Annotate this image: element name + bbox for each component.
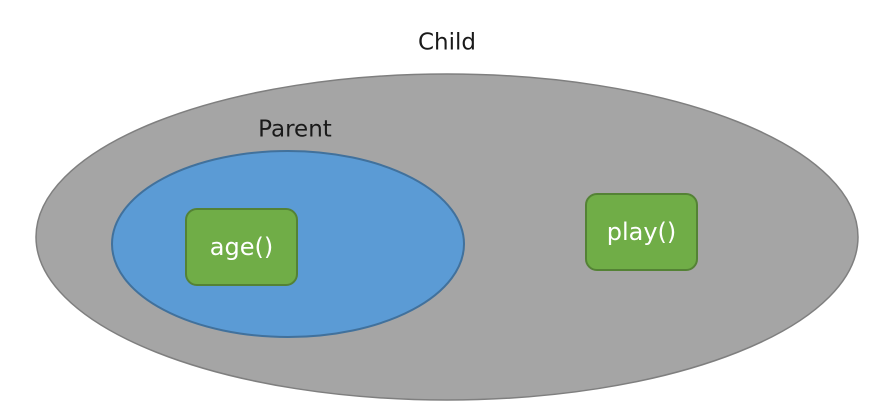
method-box-play[interactable]: play() — [585, 193, 698, 271]
method-box-play-label: play() — [607, 218, 677, 246]
method-box-age[interactable]: age() — [185, 208, 298, 286]
method-box-age-rect — [185, 208, 298, 286]
method-box-age-label: age() — [210, 233, 273, 261]
parent-set-label: Parent — [258, 117, 332, 143]
child-set-label: Child — [418, 30, 476, 56]
method-box-play-rect — [585, 193, 698, 271]
